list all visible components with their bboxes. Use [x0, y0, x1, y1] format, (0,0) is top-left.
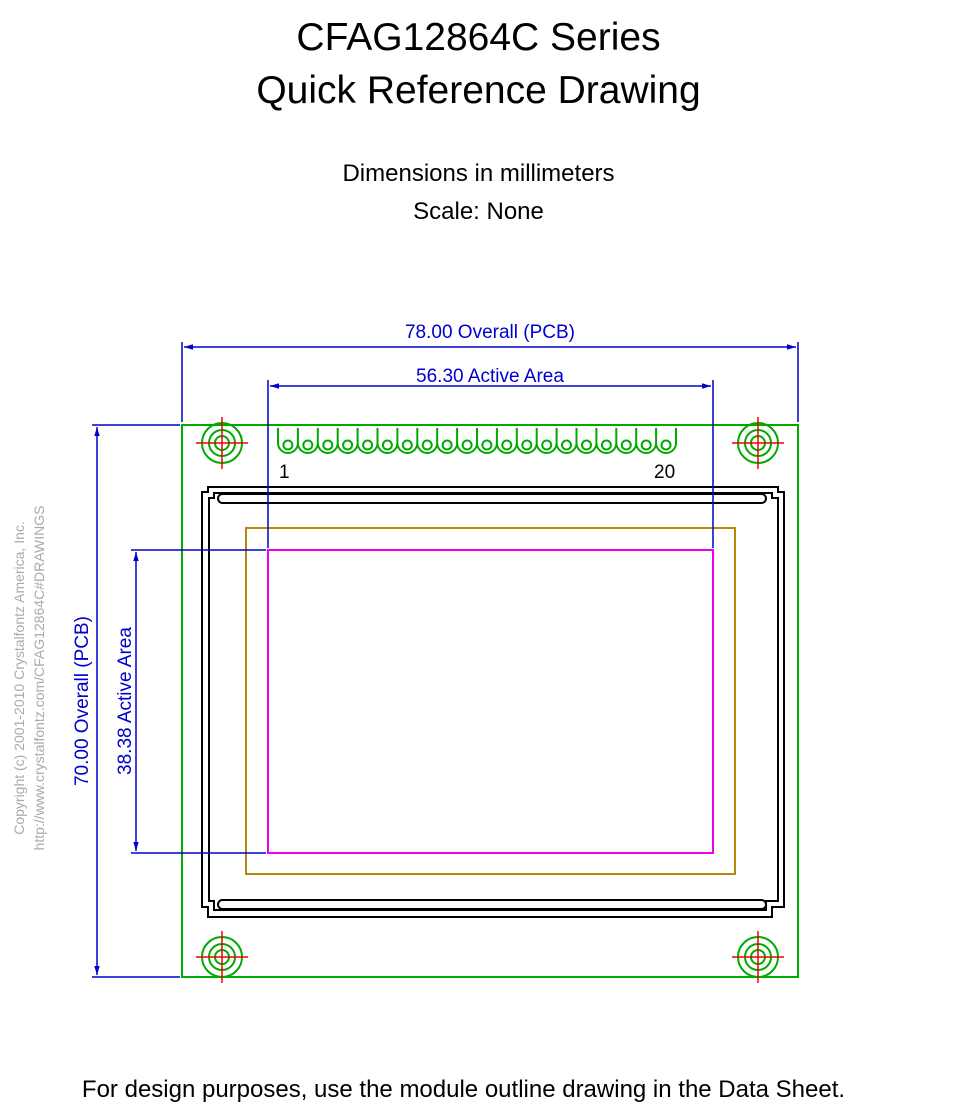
pcb-outline — [181, 424, 799, 978]
top-slot — [217, 493, 767, 504]
pin-4 — [342, 439, 354, 451]
pin-11 — [481, 439, 493, 451]
mounting-hole-bottom-left — [196, 931, 248, 983]
pin-1 — [282, 439, 294, 451]
pin-12 — [501, 439, 513, 451]
pin-16 — [581, 439, 592, 451]
pin-1-label: 1 — [279, 462, 290, 483]
overall-width-dimension — [181, 342, 799, 422]
overall-height-dimension — [92, 424, 180, 978]
pin-10 — [461, 439, 473, 451]
pin-5 — [362, 439, 374, 451]
pin-17 — [600, 439, 612, 451]
mounting-hole-bottom-right — [732, 931, 784, 983]
copyright-line2: http://www.crystalfontz.com/CFAG12864C#D… — [31, 506, 47, 851]
active-width-dimension — [267, 380, 714, 548]
pin-6 — [381, 439, 393, 451]
pin-13 — [521, 439, 533, 451]
active-area — [267, 549, 714, 854]
drawing-title-line2: Quick Reference Drawing — [256, 69, 701, 112]
drawing-title-line1: CFAG12864C Series — [296, 16, 661, 59]
active-height-dimension — [131, 549, 266, 854]
bottom-slot — [217, 899, 767, 910]
pin-15 — [561, 439, 572, 451]
pin-14 — [541, 439, 553, 451]
pin-20-label: 20 — [654, 462, 675, 483]
scale-note: Scale: None — [413, 198, 544, 225]
pin-7 — [401, 439, 413, 451]
active-width-label: 56.30 Active Area — [416, 366, 564, 387]
mounting-hole-top-left — [196, 417, 248, 469]
overall-height-label: 70.00 Overall (PCB) — [72, 616, 93, 786]
pin-header-outline — [277, 428, 677, 454]
pin-2 — [302, 439, 314, 451]
mounting-holes — [196, 417, 784, 983]
mounting-hole-top-right — [732, 417, 784, 469]
pin-header — [277, 428, 677, 454]
active-height-label: 38.38 Active Area — [115, 627, 136, 775]
overall-width-label: 78.00 Overall (PCB) — [405, 322, 575, 343]
pin-19 — [640, 439, 652, 451]
units-note: Dimensions in millimeters — [342, 160, 615, 187]
pin-9 — [441, 439, 453, 451]
design-note: For design purposes, use the module outl… — [81, 1076, 846, 1103]
copyright-line1: Copyright (c) 2001-2010 Crystalfontz Ame… — [11, 521, 27, 835]
lcd-frame — [201, 486, 785, 918]
pin-8 — [421, 439, 433, 451]
pin-18 — [620, 439, 632, 451]
pin-20 — [660, 439, 672, 451]
viewing-area — [245, 527, 736, 875]
pin-3 — [322, 439, 334, 451]
